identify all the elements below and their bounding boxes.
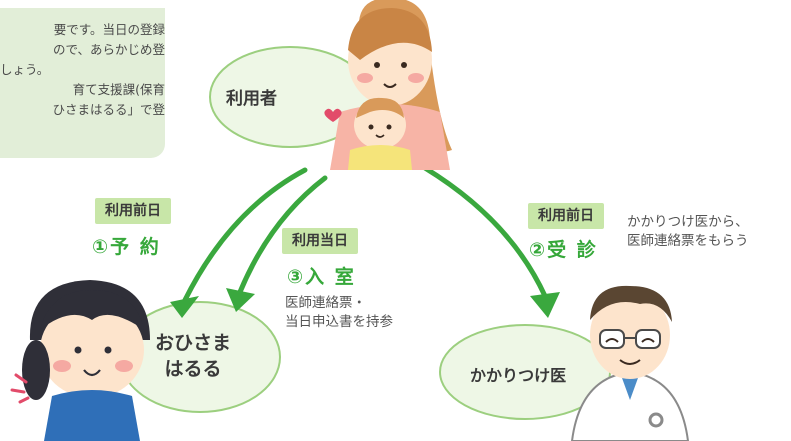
child-illustration: [10, 280, 150, 441]
note-line-2: ので、あらかじめ登: [52, 42, 165, 57]
arrow-checkup-head: [530, 292, 560, 318]
node-facility-label: おひさま はるる: [155, 330, 231, 382]
note-line-3: しょう。: [0, 62, 50, 77]
heart-icon: [324, 108, 342, 122]
doctor-illustration: [570, 285, 690, 441]
step-reserve-badge: 利用前日: [95, 198, 171, 224]
node-user-label: 利用者: [226, 89, 277, 109]
arrow-checkup: [422, 165, 548, 299]
note-line-1: 要です。当日の登録: [53, 22, 165, 37]
step-reserve-label: ①予 約: [92, 236, 161, 258]
info-note: 要です。当日の登録 ので、あらかじめ登 しょう。 育て支援課(保育 ひさまはるる…: [0, 8, 165, 158]
node-facility-label-line1: おひさま: [155, 332, 232, 354]
step-checkup-desc-line2: 医師連絡票をもらう: [627, 233, 749, 249]
node-facility-label-line2: はるる: [164, 358, 222, 380]
step-checkup-desc: かかりつけ医から、 医師連絡票をもらう: [627, 213, 749, 251]
step-enter-desc-line1: 医師連絡票・: [285, 295, 366, 311]
step-enter-label: ③入 室: [287, 266, 356, 288]
note-line-4: 育て支援課(保育: [72, 82, 165, 97]
step-enter-badge: 利用当日: [282, 228, 358, 254]
arrow-enter: [237, 175, 328, 295]
step-enter-desc: 医師連絡票・ 当日申込書を持参: [285, 294, 393, 332]
arrow-reserve-head: [170, 296, 199, 318]
node-doctor-label: かかりつけ医: [470, 366, 567, 385]
note-line-5: ひさまはるる」で登: [52, 102, 165, 117]
step-checkup-desc-line1: かかりつけ医から、: [627, 214, 749, 230]
step-checkup-label: ②受 診: [529, 239, 598, 261]
arrow-enter-head: [226, 288, 255, 312]
mother-baby-illustration: [330, 0, 452, 170]
step-enter-desc-line2: 当日申込書を持参: [285, 314, 393, 330]
arrow-reserve: [182, 167, 308, 303]
step-checkup-badge: 利用前日: [528, 203, 604, 229]
